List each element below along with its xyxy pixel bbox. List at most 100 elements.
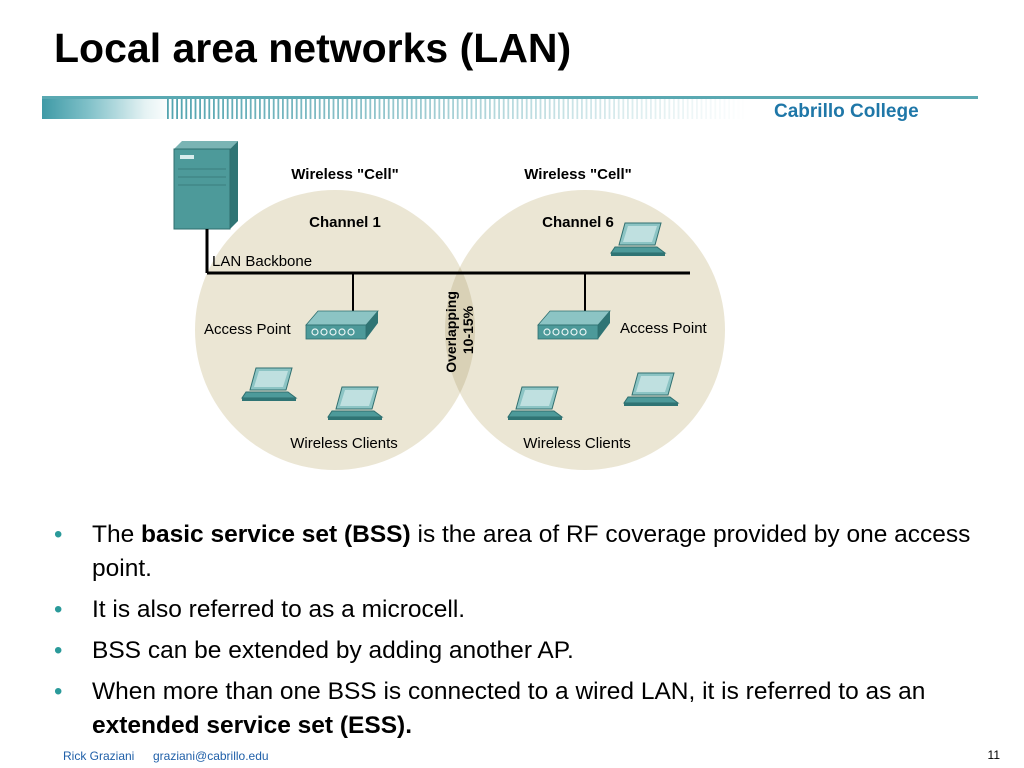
header-stripe bbox=[475, 99, 477, 119]
header-stripe bbox=[599, 99, 602, 119]
header-stripe bbox=[429, 99, 431, 119]
clients-label-left: Wireless Clients bbox=[290, 435, 398, 452]
header-stripe bbox=[650, 99, 652, 119]
access-point-label-right: Access Point bbox=[620, 320, 708, 337]
header-stripe bbox=[194, 99, 197, 119]
header-stripe bbox=[723, 99, 726, 119]
header-stripe bbox=[341, 99, 344, 119]
header-stripe bbox=[397, 99, 399, 119]
header-stripe bbox=[337, 99, 339, 119]
header-stripe bbox=[226, 99, 229, 119]
header-stripe bbox=[613, 99, 615, 119]
bullet-item: • When more than one BSS is connected to… bbox=[52, 675, 1002, 743]
header-stripe bbox=[415, 99, 418, 119]
header-stripe bbox=[668, 99, 671, 119]
header-stripe bbox=[608, 99, 611, 119]
header-stripe bbox=[673, 99, 675, 119]
header-stripe bbox=[627, 99, 629, 119]
header-stripe bbox=[420, 99, 422, 119]
header-stripe bbox=[728, 99, 730, 119]
bullet-list: • The basic service set (BSS) is the are… bbox=[52, 518, 1002, 750]
header-stripe bbox=[263, 99, 266, 119]
header-stripe bbox=[696, 99, 698, 119]
bullet-bold-term: basic service set (BSS) bbox=[141, 521, 411, 548]
header-stripe bbox=[323, 99, 326, 119]
header-stripe bbox=[305, 99, 307, 119]
header-stripe bbox=[489, 99, 491, 119]
bullet-dot-icon: • bbox=[54, 596, 63, 623]
bullet-text-pre: When more than one BSS is connected to a… bbox=[92, 678, 926, 705]
header-stripe bbox=[447, 99, 450, 119]
header-stripe bbox=[401, 99, 404, 119]
header-stripe bbox=[493, 99, 496, 119]
laptop-icon bbox=[623, 372, 680, 406]
bullet-text: It is also referred to as a microcell. bbox=[92, 596, 466, 623]
header-stripe bbox=[525, 99, 528, 119]
header-stripe bbox=[383, 99, 385, 119]
footer-email: graziani@cabrillo.edu bbox=[153, 749, 269, 763]
cell-label-left: Wireless "Cell" bbox=[291, 166, 398, 183]
header-stripe bbox=[378, 99, 381, 119]
header-stripe bbox=[507, 99, 510, 119]
header-stripe bbox=[245, 99, 247, 119]
header-stripe bbox=[594, 99, 597, 119]
channel-label-right: Channel 6 bbox=[542, 214, 614, 231]
clients-label-right: Wireless Clients bbox=[523, 435, 631, 452]
header-stripe bbox=[484, 99, 487, 119]
header-stripe bbox=[277, 99, 280, 119]
header-stripe bbox=[208, 99, 211, 119]
overlap-label-line1: Overlapping bbox=[443, 291, 459, 373]
bullet-bold-term: extended service set (ESS). bbox=[92, 712, 413, 739]
header-stripe bbox=[222, 99, 224, 119]
header-stripe bbox=[185, 99, 188, 119]
header-stripe bbox=[452, 99, 454, 119]
header-stripe bbox=[654, 99, 657, 119]
header-stripe bbox=[645, 99, 648, 119]
header-decoration bbox=[42, 96, 978, 119]
header-stripe bbox=[171, 99, 174, 119]
header-stripe bbox=[502, 99, 505, 119]
header-stripe bbox=[562, 99, 565, 119]
header-stripe bbox=[456, 99, 459, 119]
header-stripe bbox=[521, 99, 523, 119]
header-stripe bbox=[410, 99, 413, 119]
header-stripe bbox=[268, 99, 270, 119]
header-stripe bbox=[231, 99, 234, 119]
header-stripe bbox=[346, 99, 349, 119]
header-stripe bbox=[530, 99, 533, 119]
header-stripe bbox=[355, 99, 358, 119]
header-stripe bbox=[314, 99, 316, 119]
bullet-dot-icon: • bbox=[54, 637, 63, 664]
header-stripe bbox=[259, 99, 261, 119]
header-stripe bbox=[498, 99, 500, 119]
access-point-icon bbox=[537, 310, 611, 340]
header-stripe bbox=[590, 99, 592, 119]
header-stripe bbox=[742, 99, 744, 119]
header-stripe bbox=[581, 99, 583, 119]
header-stripe bbox=[254, 99, 257, 119]
header-stripe bbox=[360, 99, 362, 119]
header-stripe bbox=[392, 99, 395, 119]
header-stripe bbox=[295, 99, 298, 119]
bullet-dot-icon: • bbox=[54, 678, 63, 705]
header-stripe bbox=[553, 99, 556, 119]
header-stripe bbox=[700, 99, 703, 119]
bullet-text-pre: The bbox=[92, 521, 142, 548]
header-stripe bbox=[571, 99, 574, 119]
bullet-item: • BSS can be extended by adding another … bbox=[52, 634, 1002, 668]
header-stripe bbox=[558, 99, 560, 119]
header-stripe bbox=[604, 99, 606, 119]
header-stripe bbox=[705, 99, 707, 119]
header-stripe bbox=[249, 99, 252, 119]
header-stripe bbox=[387, 99, 390, 119]
header-stripe bbox=[663, 99, 666, 119]
header-stripe bbox=[351, 99, 353, 119]
header-stripe bbox=[677, 99, 680, 119]
bullet-text-post: is the area of RF coverage provided by o… bbox=[92, 521, 971, 582]
header-stripe bbox=[719, 99, 721, 119]
header-stripe bbox=[309, 99, 312, 119]
server-icon bbox=[173, 141, 238, 230]
header-stripe bbox=[479, 99, 482, 119]
header-stripe bbox=[167, 99, 169, 119]
header-stripe bbox=[659, 99, 661, 119]
